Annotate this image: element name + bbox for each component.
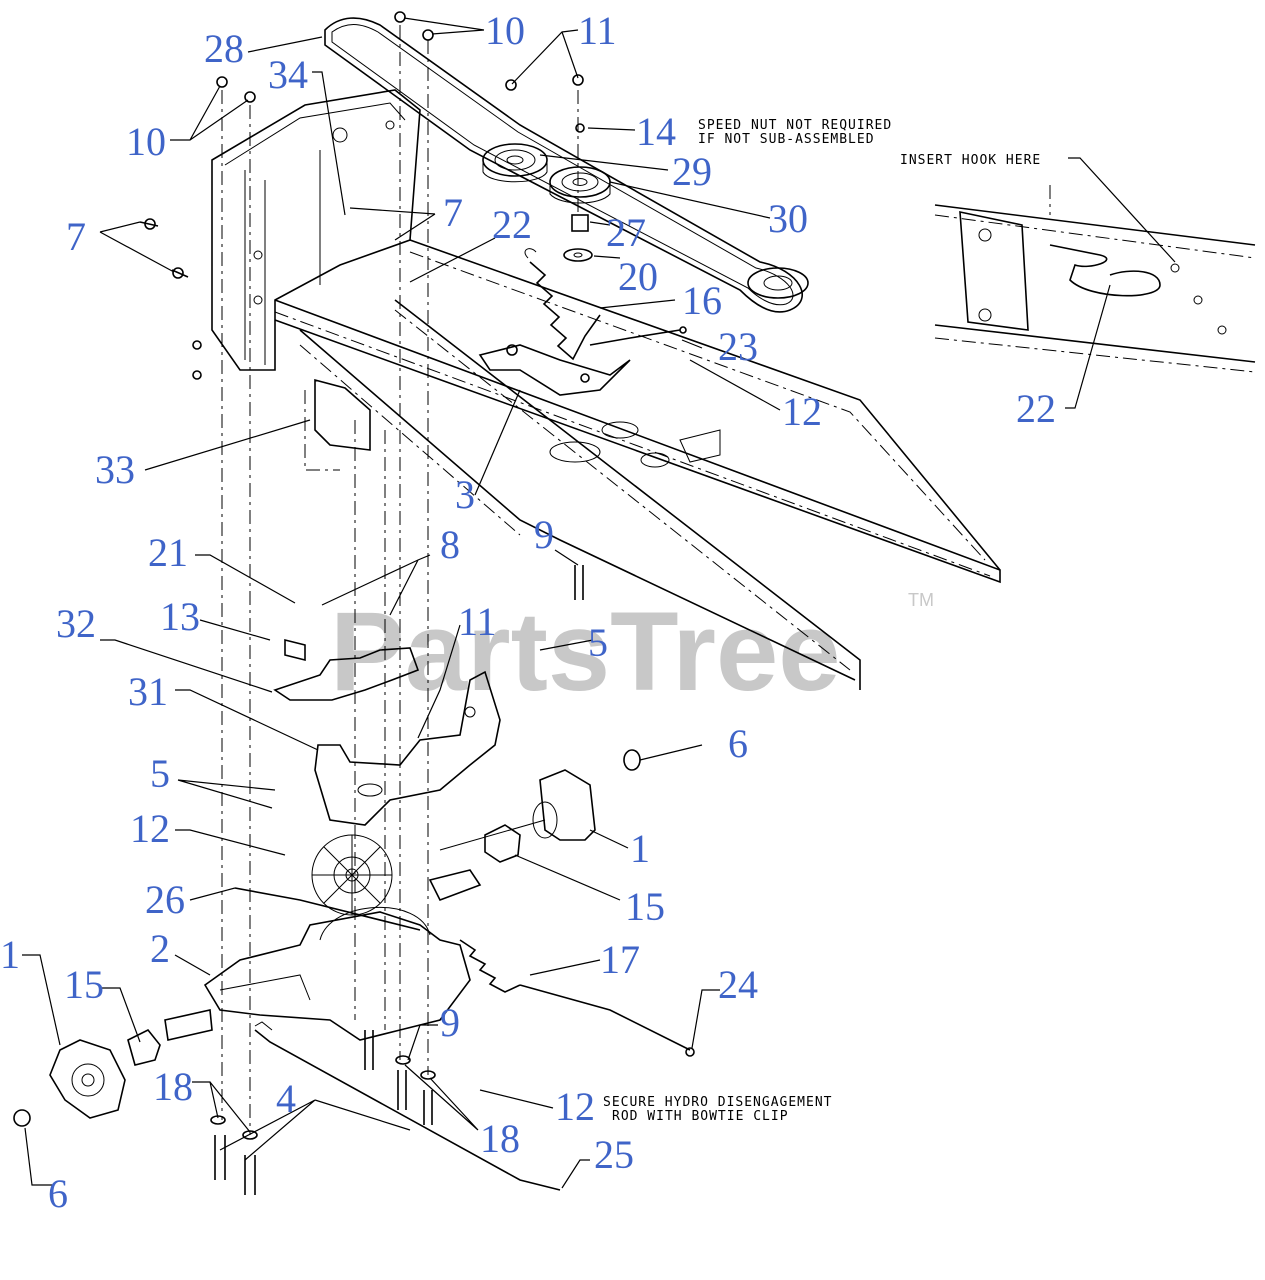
callout-15: 15 — [64, 962, 104, 1007]
callout-5: 5 — [588, 620, 608, 665]
cap-6-top — [623, 749, 641, 771]
bracket-33 — [304, 378, 371, 471]
watermark-text: PartsTree — [330, 589, 841, 714]
bracket-31 — [314, 670, 501, 826]
pivot-bracket-3 — [478, 344, 631, 396]
left-frame-plate — [211, 89, 421, 371]
note-speed-nut-line-2: IF NOT SUB-ASSEMBLED — [698, 132, 875, 147]
note-secure-line-1: SECURE HYDRO DISENGAGEMENT — [603, 1095, 833, 1110]
callout-33: 33 — [95, 447, 135, 492]
engine-pulley — [747, 267, 809, 299]
callout-15: 15 — [625, 884, 665, 929]
callout-10: 10 — [485, 8, 525, 53]
callout-6: 6 — [48, 1171, 68, 1216]
bushing-15-right — [484, 824, 521, 863]
inset-detail — [934, 185, 1256, 373]
callout-17: 17 — [600, 937, 640, 982]
callout-11: 11 — [458, 599, 497, 644]
callout-24: 24 — [718, 962, 758, 1007]
callout-22: 22 — [1016, 386, 1056, 431]
pulley-30 — [549, 166, 611, 204]
hub-1-left — [49, 1039, 126, 1119]
callout-16: 16 — [682, 278, 722, 323]
callout-10: 10 — [126, 119, 166, 164]
pulley-29 — [482, 143, 548, 183]
plate-32 — [273, 647, 420, 701]
callout-7: 7 — [443, 190, 463, 235]
callout-9: 9 — [440, 1000, 460, 1045]
callout-28: 28 — [204, 26, 244, 71]
callout-2: 2 — [150, 926, 170, 971]
callout-9: 9 — [534, 512, 554, 557]
callout-4: 4 — [276, 1076, 296, 1121]
spring-17 — [459, 939, 521, 993]
callout-27: 27 — [606, 210, 646, 255]
callout-22: 22 — [492, 202, 532, 247]
bolts-7 — [139, 218, 202, 380]
rod-23 — [589, 326, 687, 346]
callout-numbers: 28 10 11 34 10 14 29 30 7 7 22 27 20 16 … — [0, 8, 1056, 1216]
washers-18 — [210, 1055, 436, 1140]
callout-23: 23 — [718, 324, 758, 369]
callout-32: 32 — [56, 601, 96, 646]
switch-13 — [284, 638, 306, 662]
bolts-9 — [364, 565, 584, 1070]
callout-29: 29 — [672, 149, 712, 194]
leader-lines — [22, 17, 1176, 1189]
callout-13: 13 — [160, 594, 200, 639]
callout-26: 26 — [145, 877, 185, 922]
callout-18: 18 — [480, 1116, 520, 1161]
callout-12: 12 — [782, 389, 822, 434]
callout-25: 25 — [594, 1132, 634, 1177]
callout-1: 1 — [630, 826, 650, 871]
note-secure-line-2: ROD WITH BOWTIE CLIP — [612, 1109, 789, 1124]
bushing-15-left — [127, 1028, 161, 1066]
rod-24 — [519, 984, 695, 1057]
callout-6: 6 — [728, 721, 748, 766]
note-insert-hook: INSERT HOOK HERE — [900, 153, 1041, 168]
main-frame-rails — [274, 239, 1001, 690]
transaxle-2 — [164, 834, 482, 1041]
callout-30: 30 — [768, 196, 808, 241]
callout-7: 7 — [66, 214, 86, 259]
bolts-4 — [214, 1070, 433, 1195]
callout-18: 18 — [153, 1064, 193, 1109]
callout-8: 8 — [440, 522, 460, 567]
watermark: PartsTree TM — [330, 589, 934, 714]
rod-25 — [254, 1021, 561, 1191]
alignment-lines — [221, 25, 579, 1135]
callout-21: 21 — [148, 530, 188, 575]
spacer-27 — [571, 214, 589, 232]
washer-20 — [563, 248, 593, 262]
callout-3: 3 — [455, 472, 475, 517]
hub-1-right — [439, 769, 596, 851]
callout-12: 12 — [555, 1084, 595, 1129]
cap-6-left — [13, 1109, 31, 1127]
callout-1: 1 — [0, 932, 20, 977]
watermark-tm: TM — [908, 590, 934, 610]
callout-11: 11 — [578, 8, 617, 53]
notes: SPEED NUT NOT REQUIRED IF NOT SUB-ASSEMB… — [603, 118, 1041, 1124]
rod-26 — [234, 887, 421, 931]
spring-16 — [524, 248, 601, 361]
callout-14: 14 — [636, 109, 676, 154]
note-speed-nut-line-1: SPEED NUT NOT REQUIRED — [698, 118, 892, 133]
callout-34: 34 — [268, 52, 308, 97]
callout-20: 20 — [618, 254, 658, 299]
callout-5: 5 — [150, 751, 170, 796]
hardware-top — [216, 11, 585, 133]
drive-belt-28 — [324, 17, 803, 313]
callout-12: 12 — [130, 806, 170, 851]
callout-31: 31 — [128, 669, 168, 714]
